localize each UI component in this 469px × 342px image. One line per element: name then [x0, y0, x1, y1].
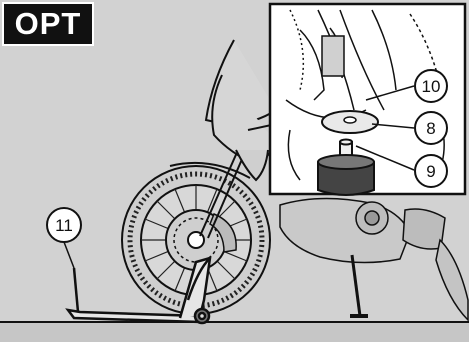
callout-10: 10 [415, 70, 447, 102]
svg-text:8: 8 [426, 119, 435, 138]
svg-text:10: 10 [422, 77, 441, 96]
opt-badge: OPT [2, 2, 94, 46]
svg-text:9: 9 [426, 162, 435, 181]
callout-9: 9 [415, 155, 447, 187]
callout-11: 11 [47, 208, 81, 268]
floor-band [0, 322, 469, 342]
opt-badge-label: OPT [4, 4, 92, 44]
callout-8: 8 [415, 112, 447, 144]
svg-text:11: 11 [55, 216, 73, 235]
side-stand [350, 255, 368, 316]
engine-area [280, 198, 468, 320]
